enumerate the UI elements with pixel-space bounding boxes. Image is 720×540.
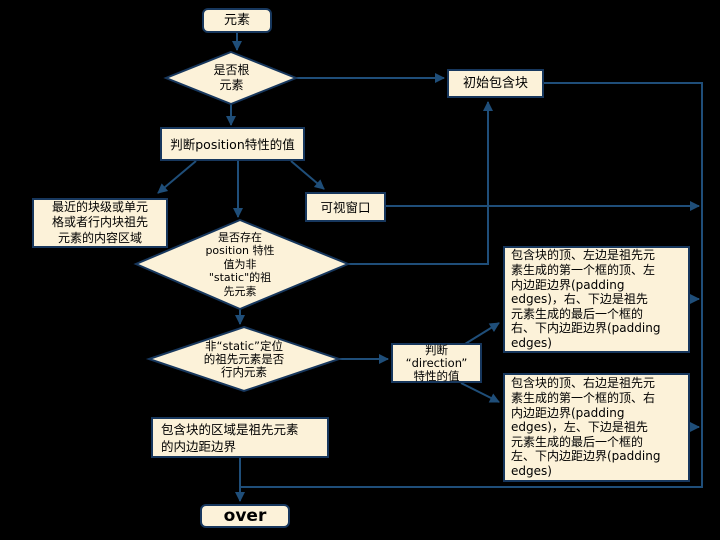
node-judge-direction-value: 判断 “direction” 特性的值 [391,343,482,383]
diamond-has-positioned-ancestor [133,218,351,311]
edge-initial-to-over-rail [241,82,703,488]
edge-haspositioned-to-initial [348,101,493,265]
node-rtl-padding-edges-rule: 包含块的顶、右边是祖先元 素生成的第一个框的顶、右 内边距边界(padding … [503,373,690,482]
diamond-is-root [163,50,299,106]
node-viewport: 可视窗口 [305,192,386,222]
node-padding-edge-area: 包含块的区域是祖先元素 的内边距边界 [151,417,329,458]
edge-judgeposition-to-nearest [157,160,197,194]
node-initial-containing-block: 初始包含块 [447,69,544,98]
diamond-is-inline-ancestor [145,325,343,393]
node-has-positioned-ancestor-label: 是否存在 position 特性 值为非 "static"的祖 先元素 [205,230,275,298]
node-is-root-label: 是否根 元素 [213,63,250,92]
node-nearest-ancestor-content-area: 最近的块级或单元 格或者行内块祖先 元素的内容区域 [32,198,168,248]
node-is-inline-ancestor-label: 非“static”定位 的祖先元素是否 行内元素 [203,338,285,379]
node-judge-position-value: 判断position特性的值 [160,127,305,161]
edge-judgeposition-to-viewport [290,160,325,190]
node-over: over [200,504,290,528]
node-ltr-padding-edges-rule: 包含块的顶、左边是祖先元 素生成的第一个框的顶、左 内边距边界(padding … [503,246,690,353]
edge-judgedirection-to-rtl [460,382,500,403]
edge-judgedirection-to-ltr [464,322,500,345]
node-element: 元素 [202,8,272,33]
